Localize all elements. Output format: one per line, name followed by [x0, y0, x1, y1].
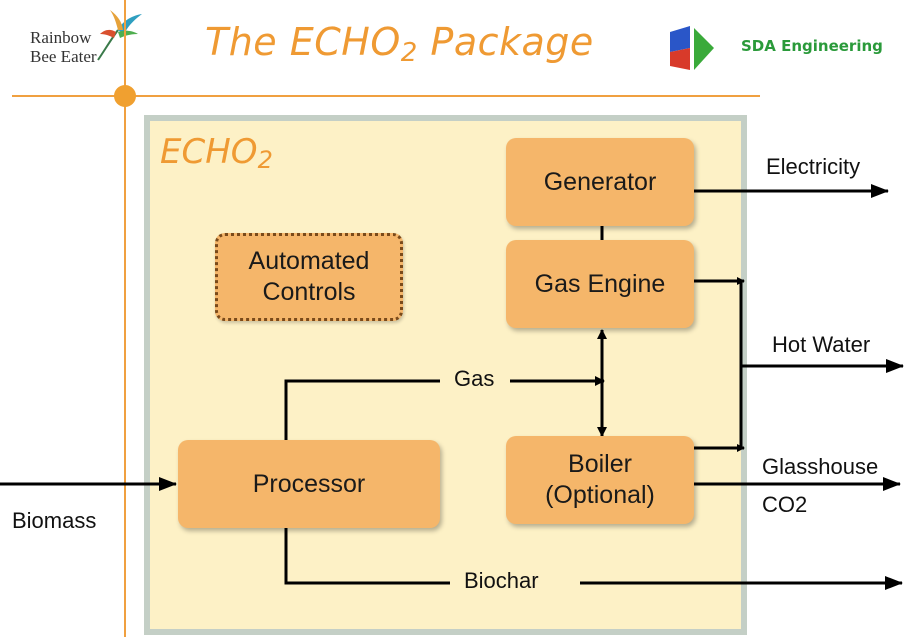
automated-controls-line2: Controls	[262, 278, 356, 306]
frame-label: ECHO2	[160, 132, 273, 174]
title-subscript: 2	[400, 38, 418, 68]
slide-title: The ECHO2 Package	[205, 20, 594, 68]
processor-box: Processor	[178, 440, 440, 528]
generator-box: Generator	[506, 138, 694, 226]
boiler-line2: (Optional)	[545, 481, 655, 509]
title-main: The ECHO	[205, 20, 401, 64]
intersection-dot	[114, 85, 136, 107]
boiler-box: Boiler (Optional)	[506, 436, 694, 524]
logo-left-text: Rainbow Bee Eater	[30, 28, 97, 66]
biomass-label: Biomass	[12, 508, 97, 533]
title-rest: Package	[417, 20, 594, 64]
electricity-label: Electricity	[766, 154, 861, 179]
boiler-line1: Boiler	[568, 450, 632, 478]
sda-engineering-text: SDA Engineering	[741, 37, 883, 55]
sda-cube-icon	[670, 26, 714, 70]
automated-controls-box: Automated Controls	[215, 233, 403, 321]
processor-label: Processor	[252, 469, 366, 498]
frame-label-main: ECHO	[160, 132, 258, 172]
frame-label-subscript: 2	[257, 146, 273, 174]
biochar-label: Biochar	[460, 568, 543, 594]
generator-label: Generator	[543, 167, 657, 196]
gas-label: Gas	[450, 366, 499, 392]
gas-engine-label: Gas Engine	[534, 269, 666, 298]
horizontal-rule	[12, 95, 760, 97]
vertical-rule	[124, 0, 126, 637]
hot-water-label: Hot Water	[772, 332, 871, 357]
glasshouse-label: Glasshouse	[762, 454, 879, 479]
logo-left-line1: Rainbow	[30, 28, 92, 47]
gas-line-left	[284, 379, 440, 440]
logo-left-line2: Bee Eater	[30, 47, 97, 66]
co2-label: CO2	[762, 492, 808, 517]
biochar-line-left	[284, 528, 450, 585]
rainbow-bee-eater-logo: Rainbow Bee Eater	[26, 10, 146, 72]
automated-controls-line1: Automated	[248, 247, 370, 275]
gas-engine-box: Gas Engine	[506, 240, 694, 328]
